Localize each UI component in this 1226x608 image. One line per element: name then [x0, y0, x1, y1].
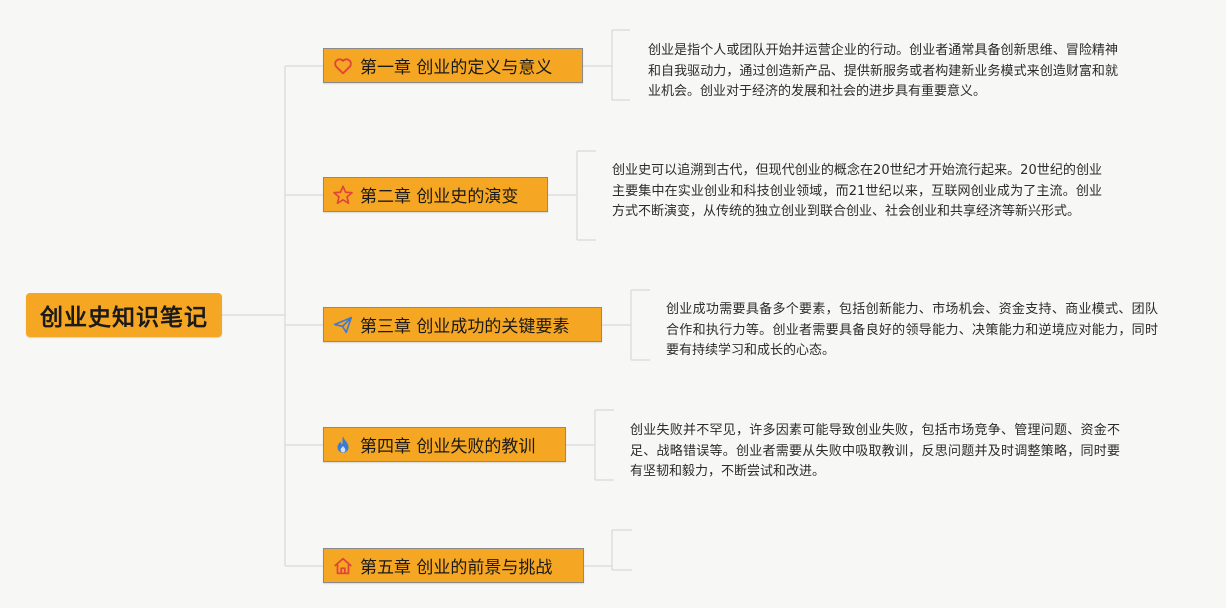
chapter-1-node[interactable]: 第一章 创业的定义与意义: [323, 48, 583, 83]
chapter-3-node[interactable]: 第三章 创业成功的关键要素: [323, 307, 602, 342]
chapter-3-title: 第三章 创业成功的关键要素: [360, 317, 570, 337]
chapter-2-title: 第二章 创业史的演变: [360, 187, 519, 207]
home-icon: [332, 555, 354, 577]
star-icon: [332, 184, 354, 206]
note-bracket-4: [566, 409, 614, 481]
paper-plane-icon: [332, 314, 354, 336]
note-bracket-3: [602, 289, 650, 361]
chapter-4-title: 第四章 创业失败的教训: [360, 437, 536, 457]
chapter-3-note: 创业成功需要具备多个要素，包括创新能力、市场机会、资金支持、商业模式、团队合作和…: [666, 302, 1158, 358]
chapter-4-note: 创业失败并不罕见，许多因素可能导致创业失败，包括市场竞争、管理问题、资金不足、战…: [630, 423, 1120, 479]
note-bracket-5: [584, 529, 632, 571]
chapter-1-note: 创业是指个人或团队开始并运营企业的行动。创业者通常具备创新思维、冒险精神和自我驱…: [648, 43, 1118, 99]
root-node[interactable]: 创业史知识笔记: [26, 293, 222, 337]
chapter-2-node[interactable]: 第二章 创业史的演变: [323, 177, 548, 212]
root-title: 创业史知识笔记: [40, 305, 208, 331]
note-bracket-1: [583, 29, 630, 101]
chapter-1-title: 第一章 创业的定义与意义: [360, 58, 553, 78]
note-bracket-2: [548, 150, 596, 241]
chapter-4-node[interactable]: 第四章 创业失败的教训: [323, 427, 566, 462]
chapter-5-node[interactable]: 第五章 创业的前景与挑战: [323, 548, 584, 583]
flame-icon: [332, 434, 354, 456]
heart-icon: [332, 55, 354, 77]
chapter-5-title: 第五章 创业的前景与挑战: [360, 558, 553, 578]
chapter-2-note: 创业史可以追溯到古代，但现代创业的概念在20世纪才开始流行起来。20世纪的创业主…: [612, 163, 1102, 219]
